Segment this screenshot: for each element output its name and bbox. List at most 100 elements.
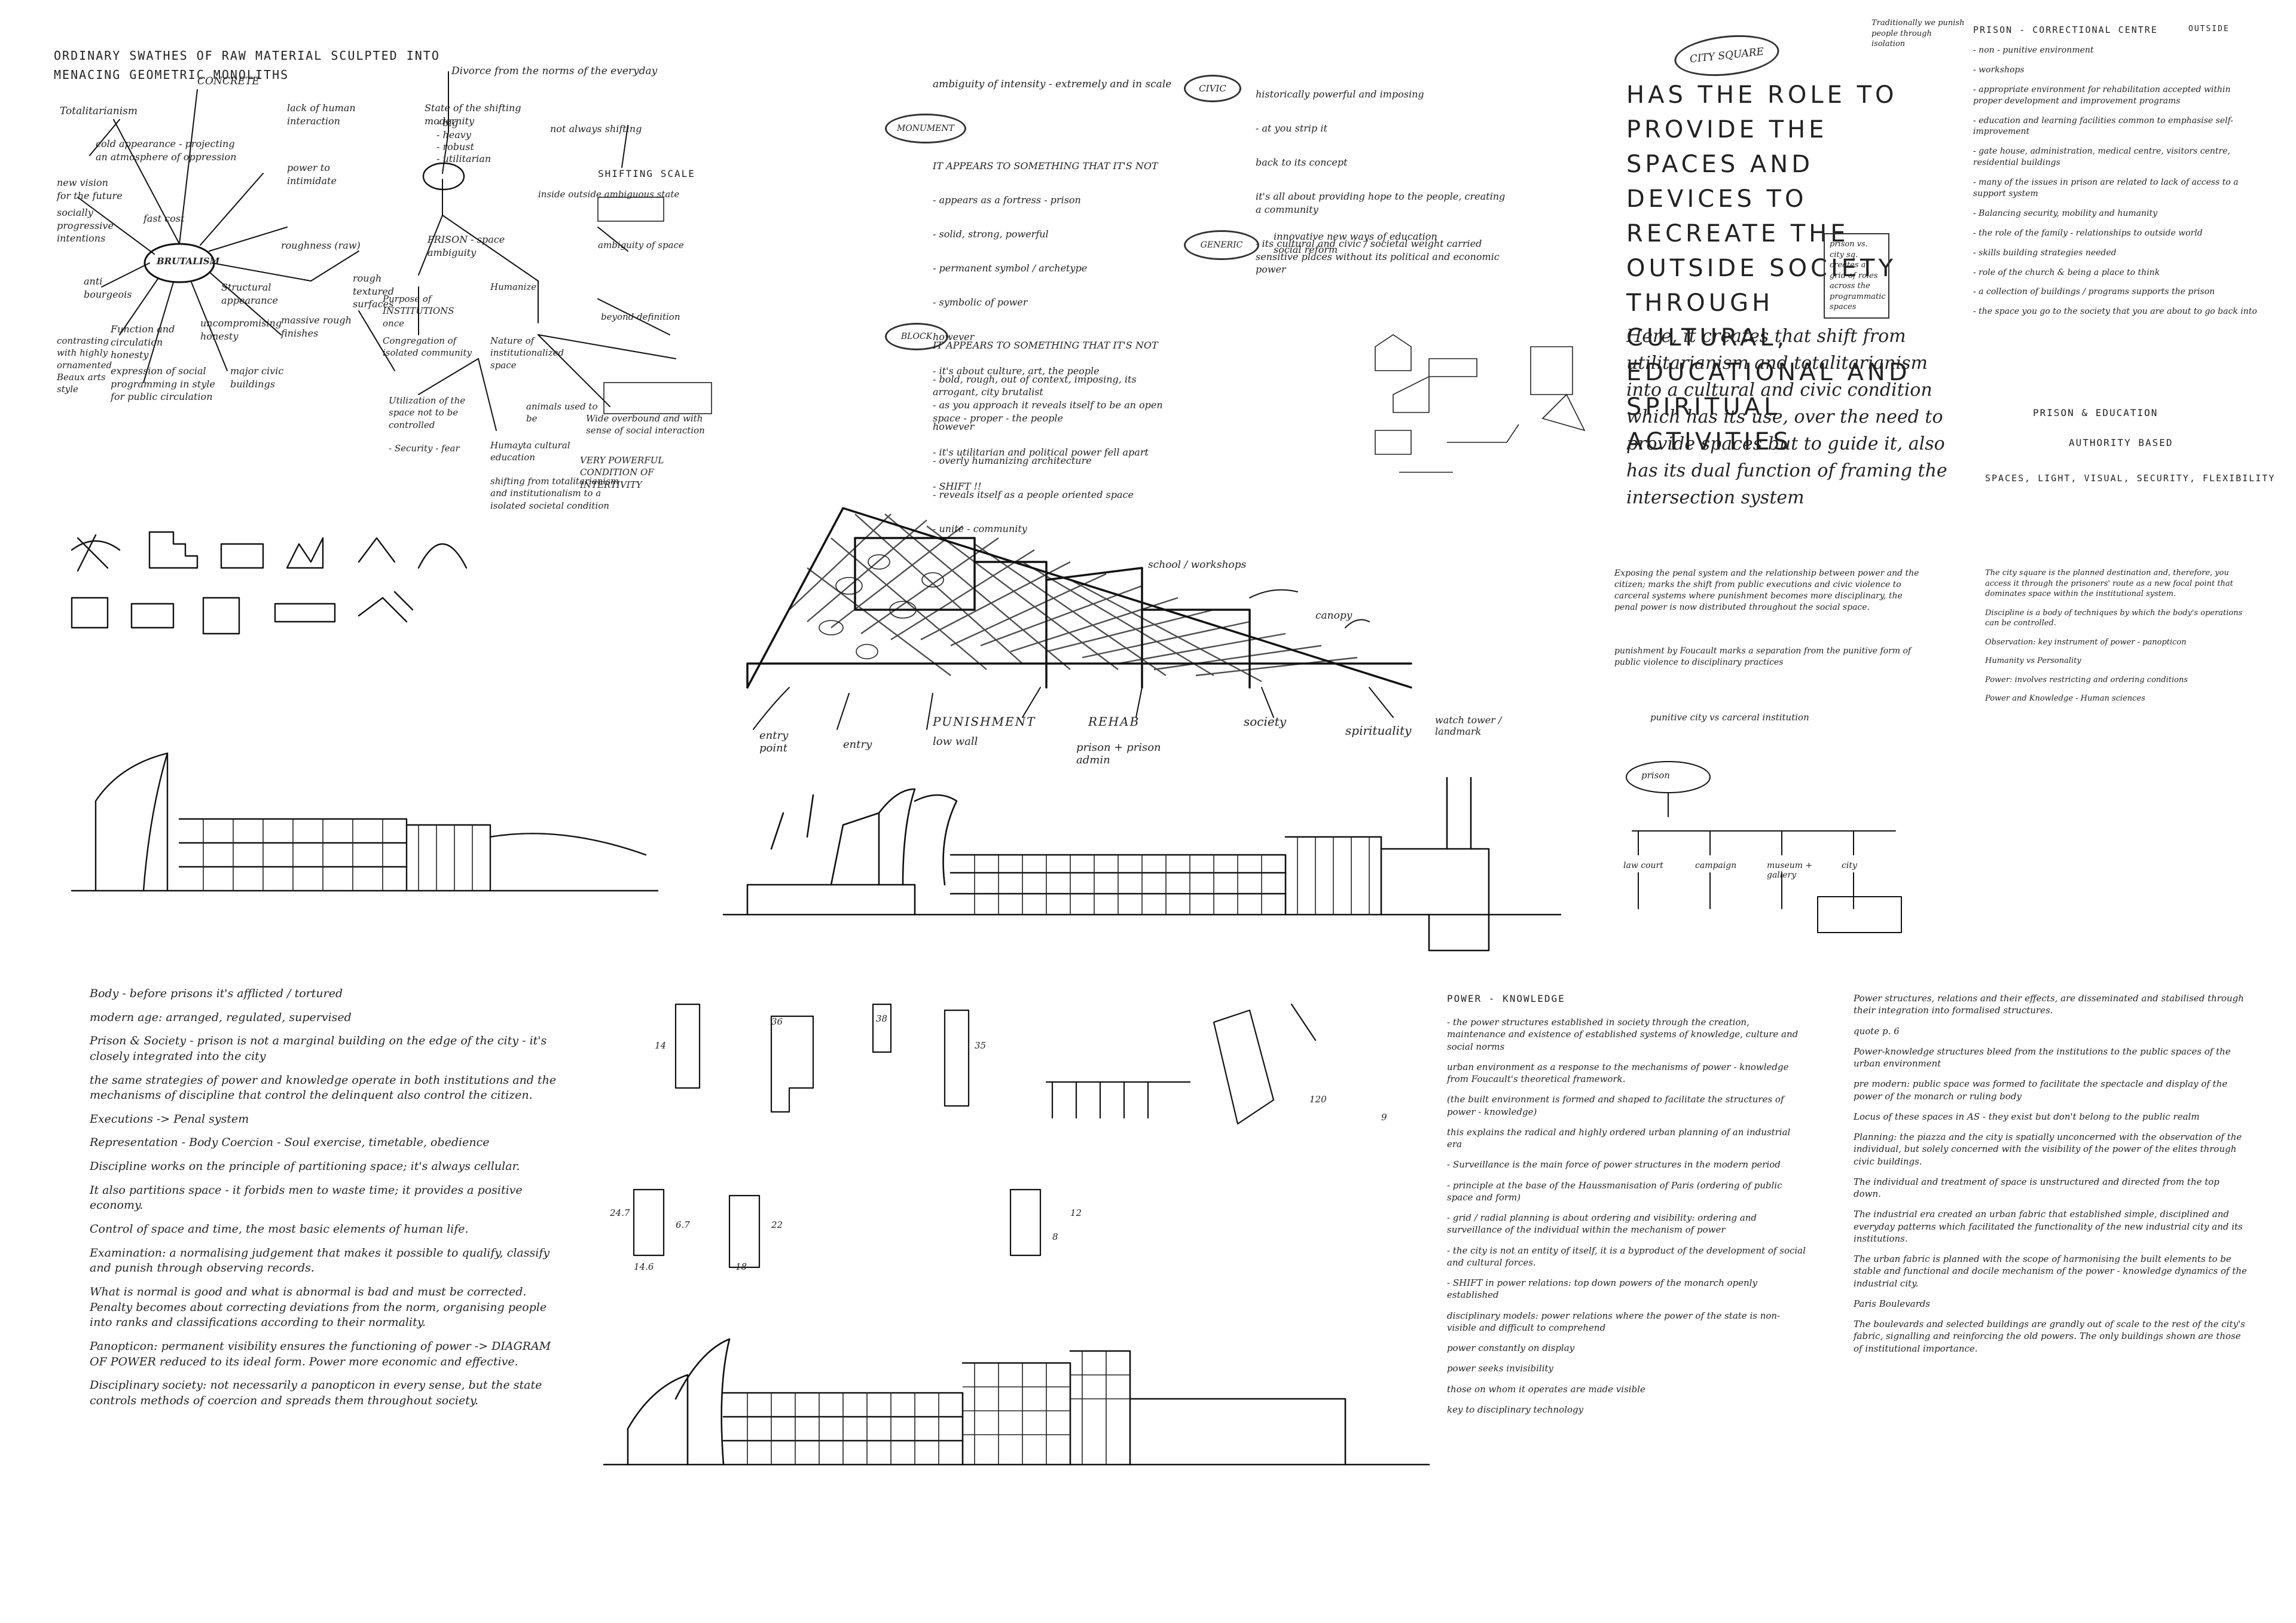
power-note-right: Locus of these spaces in AS - they exist… — [1854, 1111, 2200, 1122]
mindmap-item-10: massive rough finishes — [281, 314, 352, 339]
power-note-right: Planning: the piazza and the city is spa… — [1854, 1132, 2242, 1167]
power-note-right: The urban fabric is planned with the sco… — [1854, 1254, 2247, 1289]
power-knowledge-left-notes: - the power structures established in so… — [1447, 1016, 1806, 1424]
discipline-bullet: Disciplinary society: not necessarily a … — [90, 1379, 542, 1407]
prison-list-item: - skills building strategies needed — [1973, 247, 2117, 258]
monument-note: - it's about culture, art, the people — [933, 365, 1100, 377]
discipline-note: Discipline is a body of techniques by wh… — [1985, 608, 2243, 628]
dim-label: 14 — [655, 1040, 667, 1051]
discipline-bullet: Representation - Body Coercion - Soul ex… — [90, 1136, 490, 1150]
prison-note-6: - utilitarian — [436, 153, 491, 164]
penal-diagram-lines — [1626, 761, 1902, 933]
prison-list-item: - Balancing security, mobility and human… — [1973, 208, 2158, 218]
prison-list-item: - gate house, administration, medical ce… — [1973, 146, 2230, 168]
keywords-label: SPACES, LIGHT, VISUAL, SECURITY, FLEXIBI… — [1985, 473, 2276, 484]
city-square-script-text: Here, it creates that shift from utilita… — [1626, 326, 1947, 508]
power-note: urban environment as a response to the m… — [1447, 1061, 1789, 1084]
right-header-1: Traditionally we punish people through i… — [1871, 19, 1965, 49]
prison-note-3: - big — [436, 117, 459, 129]
power-note-right: Paris Boulevards — [1854, 1298, 1931, 1309]
discipline-bullet: Control of space and time, the most basi… — [90, 1222, 469, 1236]
authority-based-label: AUTHORITY BASED — [2069, 437, 2173, 448]
right-header-3: OUTSIDE — [2188, 25, 2230, 33]
brutalism-center-node: BRUTALISM — [157, 256, 220, 267]
dim-label: 18 — [735, 1261, 747, 1272]
label-society: society — [1244, 714, 1287, 729]
prison-list-item: - the role of the family - relationships… — [1973, 228, 2203, 238]
power-note: power seeks invisibility — [1447, 1363, 1554, 1374]
mindmap-item-18: power to intimidate — [287, 162, 337, 187]
brutalism-mindmap-lines — [77, 71, 712, 431]
power-note-right: Power structures, relations and their ef… — [1854, 993, 2244, 1016]
mindmap-item-15: rough textured surfaces — [353, 273, 395, 310]
power-note-right: The boulevards and selected buildings ar… — [1854, 1319, 2245, 1354]
power-note: those on whom it operates are made visib… — [1447, 1383, 1645, 1395]
prison-list-item: - non - punitive environment — [1973, 45, 2094, 55]
prison-note-22: inside outside ambiguous state — [538, 189, 680, 200]
prison-list-item: - role of the church & being a place to … — [1973, 267, 2160, 277]
discipline-note: Power: involves restricting and ordering… — [1985, 675, 2188, 684]
dim-label: 14.6 — [634, 1261, 654, 1272]
prison-vs-city-box: prison vs. city sq. creates a grid of ro… — [1824, 233, 1889, 319]
main-perspective-sketch — [746, 507, 1412, 730]
discipline-notes: The city square is the planned destinati… — [1985, 568, 2254, 713]
prison-note-8: SHIFTING SCALE — [598, 168, 695, 179]
foucault-para: punishment by Foucault marks a separatio… — [1614, 646, 1912, 667]
prison-note-19: Humayta cultural education — [490, 440, 570, 463]
prison-list-item: - education and learning facilities comm… — [1973, 115, 2234, 137]
dim-label: 6.7 — [676, 1219, 690, 1230]
civic-note: historically powerful and imposing — [1256, 88, 1424, 100]
mindmap-item-9: Structural appearance — [221, 282, 278, 306]
discipline-bullet: Prison & Society - prison is not a margi… — [90, 1034, 547, 1063]
mindmap-item-8: Function and circulation honesty — [111, 323, 175, 361]
discipline-bullet: Panopticon: permanent visibility ensures… — [90, 1339, 551, 1368]
power-note: - the city is not an entity of itself, i… — [1447, 1245, 1806, 1268]
power-note: - SHIFT in power relations: top down pow… — [1447, 1277, 1757, 1301]
prison-list-item: - many of the issues in prison are relat… — [1973, 178, 2239, 199]
mindmap-item-1: CONCRETE — [197, 75, 259, 87]
diagram-header-city: city — [1842, 861, 1857, 870]
block-oval: BLOCK — [885, 323, 948, 350]
prison-note-16: ambiguity of space — [598, 240, 684, 250]
monument-note: - appears as a fortress - prison — [933, 194, 1081, 206]
plan-diagrams — [633, 1003, 1317, 1269]
label-entry-point: entry point — [759, 729, 789, 754]
mindmap-item-13: major civic buildings — [230, 365, 284, 390]
mindmap-item-4: new vision for the future — [57, 177, 123, 201]
dim-label: 35 — [975, 1040, 987, 1051]
prison-note-14: Humanize — [490, 282, 537, 292]
discipline-note: The city square is the planned destinati… — [1985, 568, 2233, 599]
power-note: (the built environment is formed and sha… — [1447, 1094, 1784, 1117]
prison-note-5: - robust — [436, 141, 474, 152]
prison-list-item: - a collection of buildings / programs s… — [1973, 287, 2215, 297]
power-note-right: The industrial era created an urban fabr… — [1854, 1209, 2243, 1244]
prison-note-15: Nature of institutionalized space — [490, 335, 564, 371]
power-note: this explains the radical and highly ord… — [1447, 1126, 1791, 1150]
power-knowledge-right-notes: Power structures, relations and their ef… — [1854, 992, 2248, 1363]
city-square-big-text: HAS THE ROLE TO PROVIDE THE SPACES AND D… — [1626, 81, 1911, 456]
block-note: - reveals itself as a people oriented sp… — [933, 488, 1134, 500]
discipline-bullet: Discipline works on the principle of par… — [90, 1160, 520, 1173]
monument-notes: IT APPEARS TO SOMETHING THAT IT'S NOT - … — [933, 146, 1172, 514]
power-note-right: pre modern: public space was formed to f… — [1854, 1078, 2228, 1102]
block-note: however — [933, 420, 975, 432]
civic-oval: CIVIC — [1184, 75, 1241, 102]
right-header-2: PRISON - CORRECTIONAL CENTRE — [1973, 25, 2158, 35]
prison-note-23: Wide overbound and with sense of social … — [586, 413, 705, 436]
block-note: - unite - community — [933, 523, 1027, 535]
discipline-bullet: It also partitions space - it forbids me… — [90, 1183, 523, 1212]
power-note: - grid / radial planning is about orderi… — [1447, 1212, 1757, 1236]
prison-list-item: - the space you go to the society that y… — [1973, 307, 2257, 317]
discipline-bullet: the same strategies of power and knowled… — [90, 1073, 557, 1102]
monument-note: - permanent symbol / archetype — [933, 262, 1088, 274]
power-note-right: The individual and treatment of space is… — [1854, 1176, 2219, 1199]
mindmap-item-14: roughness (raw) — [281, 240, 361, 251]
prison-note-20: VERY POWERFUL CONDITION OF INTERTIVITY — [580, 455, 664, 490]
mindmap-item-6: fast cost — [144, 213, 185, 224]
label-prison-admin: prison + prison admin — [1076, 741, 1161, 766]
power-note: disciplinary models: power relations whe… — [1447, 1310, 1781, 1333]
prison-list-item: - workshops — [1973, 65, 2025, 75]
prison-education-label: PRISON & EDUCATION — [2033, 407, 2158, 418]
civic-note: - at you strip it — [1256, 122, 1327, 134]
dim-label: 22 — [771, 1219, 783, 1230]
